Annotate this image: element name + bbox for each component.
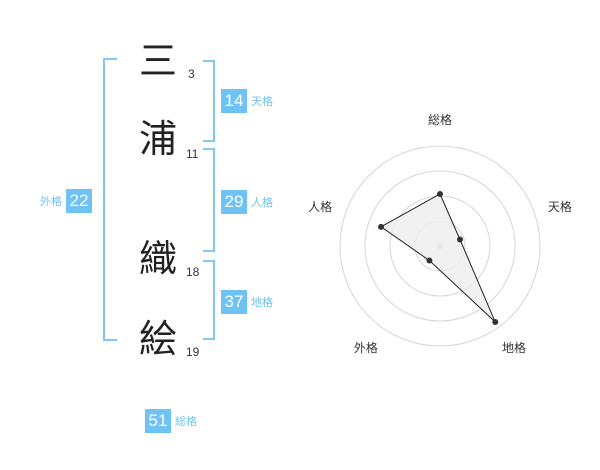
soukaku-label: 総格	[175, 415, 197, 428]
radar-axis-label: 総格	[428, 112, 452, 127]
radar-ring	[339, 145, 541, 347]
gaikaku-label: 外格	[40, 195, 62, 208]
tenkaku-bracket	[203, 60, 215, 142]
radar-point	[437, 191, 443, 197]
radar-ring	[364, 170, 516, 322]
tenkaku-value: 14	[221, 89, 247, 113]
tenkaku-box: 14 天格	[221, 89, 273, 113]
radar-axis-label: 地格	[502, 340, 526, 355]
name-char-3: 織	[138, 237, 177, 281]
jinkaku-label: 人格	[251, 196, 273, 209]
jinkaku-box: 29 人格	[221, 190, 273, 214]
radar-axis-label: 天格	[548, 199, 572, 214]
name-char-1: 三	[138, 39, 177, 83]
gaikaku-box: 外格 22	[40, 189, 92, 213]
chikaku-label: 地格	[251, 296, 273, 309]
stroke-count-4: 19	[186, 345, 200, 359]
radar-point	[492, 319, 499, 326]
tenkaku-label: 天格	[251, 95, 273, 108]
soukaku-value: 51	[145, 409, 171, 433]
gaikaku-value: 22	[66, 189, 92, 213]
chikaku-box: 37 地格	[221, 290, 273, 314]
stroke-count-2: 11	[186, 147, 199, 161]
radar-point	[426, 257, 433, 264]
radar-axis-label: 外格	[354, 340, 378, 355]
name-char-2: 浦	[138, 117, 177, 161]
chikaku-bracket	[203, 260, 215, 340]
soukaku-box: 51 総格	[145, 409, 197, 433]
radar-polygon	[380, 193, 496, 323]
jinkaku-bracket	[203, 148, 215, 252]
gaikaku-bracket	[103, 58, 117, 341]
jinkaku-value: 29	[221, 190, 247, 214]
radar-axis-label: 人格	[308, 199, 332, 214]
chikaku-value: 37	[221, 290, 247, 314]
radar-point	[456, 236, 463, 243]
radar-point	[378, 223, 385, 230]
name-char-4: 絵	[138, 317, 177, 361]
stroke-count-1: 3	[188, 67, 195, 81]
stroke-count-3: 18	[186, 265, 200, 279]
